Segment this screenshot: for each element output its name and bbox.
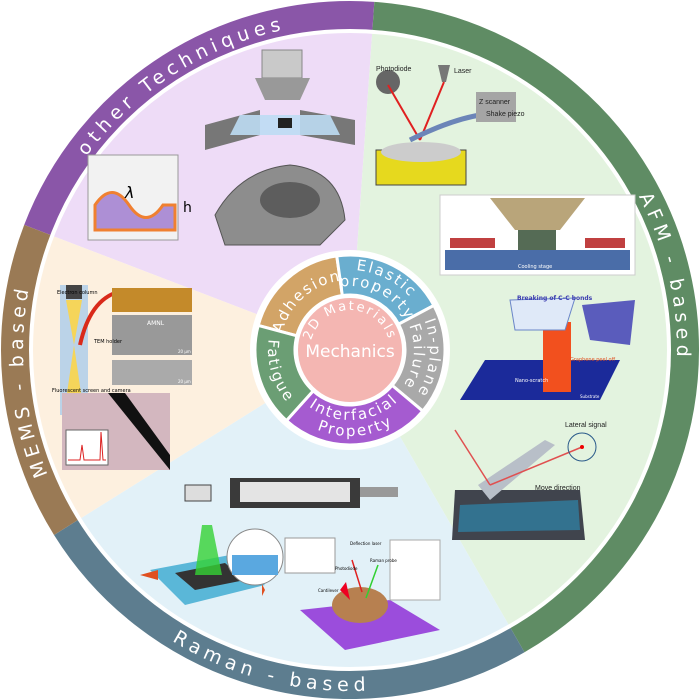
mechanics-title: Mechanics [305,342,395,362]
other-techniques-illustration: λ h [87,49,355,246]
raman-ring [54,519,525,699]
laser-label: Laser [454,68,472,75]
electron-column-label: Electron column [57,290,98,296]
ring-divider [29,29,671,671]
scale-bar-1: 20 μm [178,349,191,354]
height-symbol: h [183,200,192,216]
afm-tapping-illustration: Photodiode Laser Z scanner Shake piezo [375,65,525,186]
photodiode-label: Photodiode [376,66,412,73]
breaking-cc-bonds-label: Breaking of C-C bonds [517,295,593,302]
z-scanner-label: Z scanner [479,99,511,106]
raman-strain-illustration [140,525,284,605]
mechanics-center [298,298,402,402]
photodiode-label-raman: Photodiode [335,566,358,571]
screen-camera-label: Fluorescent screen and camera [52,388,131,394]
afm-scratch-illustration: Breaking of C-C bonds Graphene peel off … [460,295,635,400]
graphene-peel-off-label: Graphene peel off [570,357,616,363]
mems-tem-illustration: Electron column TEM holder Fluorescent s… [52,285,192,470]
substrate-label: Substrate [580,394,600,399]
amnl-label: AMNL [147,320,165,327]
deflection-laser-label: Deflection laser [350,541,382,546]
move-direction-label: Move direction [535,485,581,492]
afm-stack-illustration: Cooling stage [439,194,636,276]
raman-bulge-illustration: Deflection laser Raman probe Photodiode … [284,537,441,650]
other-techniques-ring [24,1,375,236]
mems-ring [1,224,80,535]
afm-friction-illustration: Lateral signal Move direction [452,422,607,540]
lambda-symbol: λ [124,183,134,202]
cooling-stage-label: Cooling stage [518,264,552,270]
tem-holder-label: TEM holder [93,339,123,345]
shake-piezo-label: Shake piezo [486,111,525,118]
afm-ring [372,1,699,653]
lateral-signal-label: Lateral signal [565,422,607,429]
raman-probe-label: Raman probe [370,558,397,563]
raman-stage-illustration [184,478,398,508]
scale-bar-2: 20 μm [178,379,191,384]
cantilever-label: Cantilever [318,588,339,593]
nano-scratch-label: Nano-scratch [515,378,548,384]
